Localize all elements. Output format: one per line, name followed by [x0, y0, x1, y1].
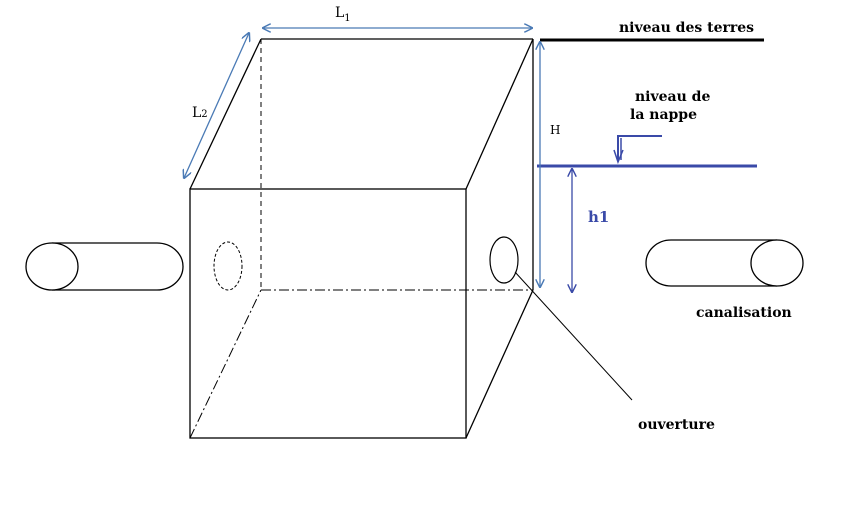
label-l1: L1	[335, 5, 351, 24]
left-pipe	[25, 242, 184, 291]
hidden-edges	[189, 39, 533, 439]
dim-l2-arrow	[184, 33, 249, 178]
right-opening	[489, 236, 519, 284]
label-l2: L2	[192, 105, 208, 121]
label-water-table-1: niveau de	[635, 89, 710, 105]
label-water-table-2: la nappe	[630, 107, 697, 123]
label-opening: ouverture	[638, 417, 715, 433]
label-pipe: canalisation	[696, 305, 792, 321]
right-pipe-end	[750, 239, 804, 287]
bottom-right-edge	[465, 289, 534, 439]
front-face	[189, 188, 467, 439]
tank-box	[189, 38, 534, 439]
right-pipe	[645, 239, 804, 287]
top-right-edge	[465, 38, 534, 190]
label-ground-level: niveau des terres	[619, 20, 754, 36]
water-table-symbol	[613, 135, 662, 165]
label-h: H	[550, 123, 560, 137]
opening-leader-line	[514, 271, 633, 401]
left-pipe-end	[25, 242, 79, 291]
label-h1: h1	[588, 208, 609, 226]
hidden-bottom-left-edge	[189, 289, 262, 439]
left-opening-hidden	[213, 241, 243, 291]
